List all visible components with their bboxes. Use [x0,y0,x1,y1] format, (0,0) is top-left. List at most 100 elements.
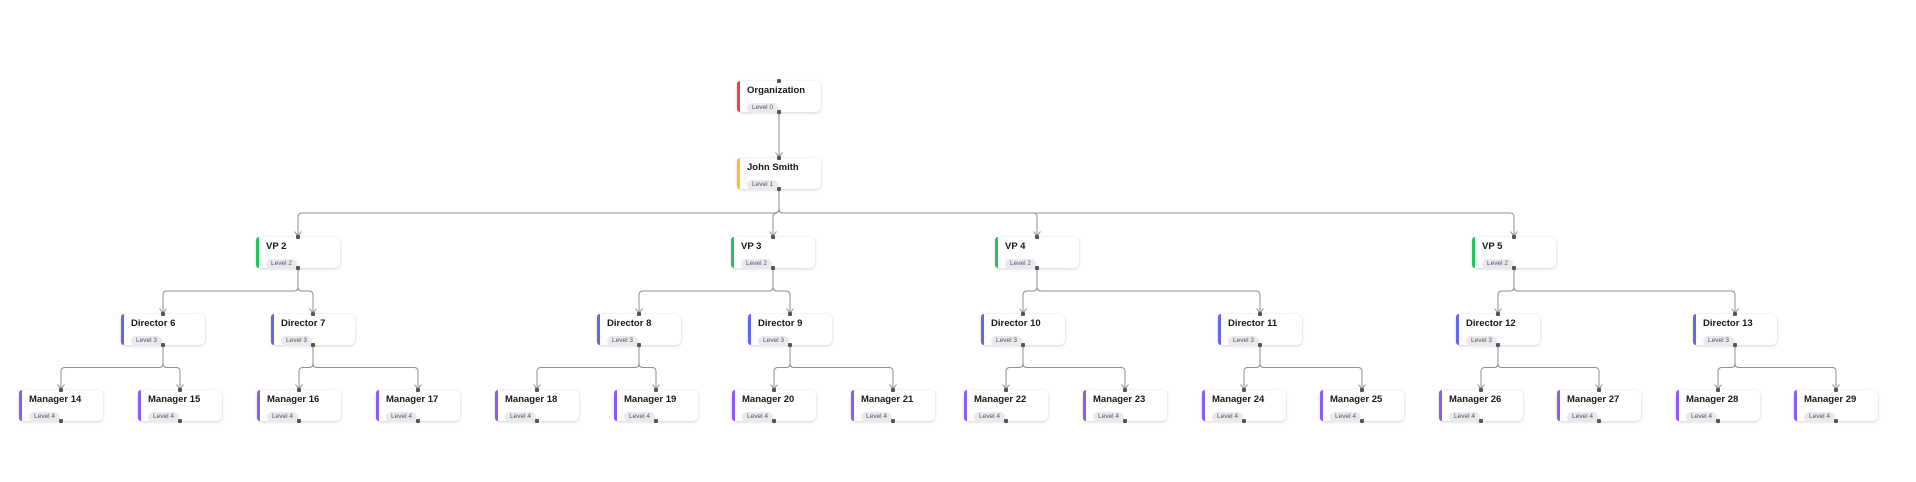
target-handle[interactable] [416,388,420,392]
target-handle[interactable] [311,312,315,316]
source-handle[interactable] [1479,419,1483,423]
source-handle[interactable] [1021,343,1025,347]
target-handle[interactable] [535,388,539,392]
source-handle[interactable] [1360,419,1364,423]
target-handle[interactable] [1512,235,1516,239]
target-handle[interactable] [777,156,781,160]
level-color-accent [737,158,740,189]
target-handle[interactable] [178,388,182,392]
source-handle[interactable] [1123,419,1127,423]
source-handle[interactable] [1597,419,1601,423]
source-handle[interactable] [1496,343,1500,347]
target-handle[interactable] [296,235,300,239]
source-handle[interactable] [311,343,315,347]
source-handle[interactable] [771,266,775,270]
source-handle[interactable] [297,419,301,423]
target-handle[interactable] [1123,388,1127,392]
target-handle[interactable] [161,312,165,316]
target-handle[interactable] [1733,312,1737,316]
target-handle[interactable] [1716,388,1720,392]
node-title: Manager 29 [1804,395,1857,405]
source-handle[interactable] [1258,343,1262,347]
source-handle[interactable] [1512,266,1516,270]
target-handle[interactable] [1242,388,1246,392]
source-handle[interactable] [1716,419,1720,423]
level-badge: Level 3 [991,336,1022,346]
source-handle[interactable] [178,419,182,423]
target-handle[interactable] [297,388,301,392]
target-handle[interactable] [772,388,776,392]
target-handle[interactable] [1258,312,1262,316]
source-handle[interactable] [1834,419,1838,423]
source-handle[interactable] [161,343,165,347]
target-handle[interactable] [771,235,775,239]
target-handle[interactable] [1834,388,1838,392]
target-handle[interactable] [1004,388,1008,392]
target-handle[interactable] [654,388,658,392]
target-handle[interactable] [1360,388,1364,392]
source-handle[interactable] [1004,419,1008,423]
level-color-accent [1202,390,1205,421]
target-handle[interactable] [1021,312,1025,316]
target-handle[interactable] [1597,388,1601,392]
target-handle[interactable] [1035,235,1039,239]
source-handle[interactable] [535,419,539,423]
source-handle[interactable] [59,419,63,423]
source-handle[interactable] [654,419,658,423]
target-handle[interactable] [59,388,63,392]
target-handle[interactable] [891,388,895,392]
target-handle[interactable] [1496,312,1500,316]
source-handle[interactable] [416,419,420,423]
target-handle[interactable] [637,312,641,316]
org-edge [1717,346,1736,389]
source-handle[interactable] [777,187,781,191]
org-edge [772,269,791,313]
source-handle[interactable] [637,343,641,347]
node-title: Manager 15 [148,395,201,405]
source-handle[interactable] [1035,266,1039,270]
target-handle[interactable] [777,79,781,83]
target-handle[interactable] [788,312,792,316]
source-handle[interactable] [296,266,300,270]
node-title: Director 11 [1228,319,1278,329]
node-title: Manager 16 [267,395,320,405]
source-handle[interactable] [1242,419,1246,423]
target-handle[interactable] [1479,388,1483,392]
source-handle[interactable] [788,343,792,347]
source-handle[interactable] [891,419,895,423]
source-handle[interactable] [777,110,781,114]
source-handle[interactable] [1733,343,1737,347]
source-handle[interactable] [772,419,776,423]
